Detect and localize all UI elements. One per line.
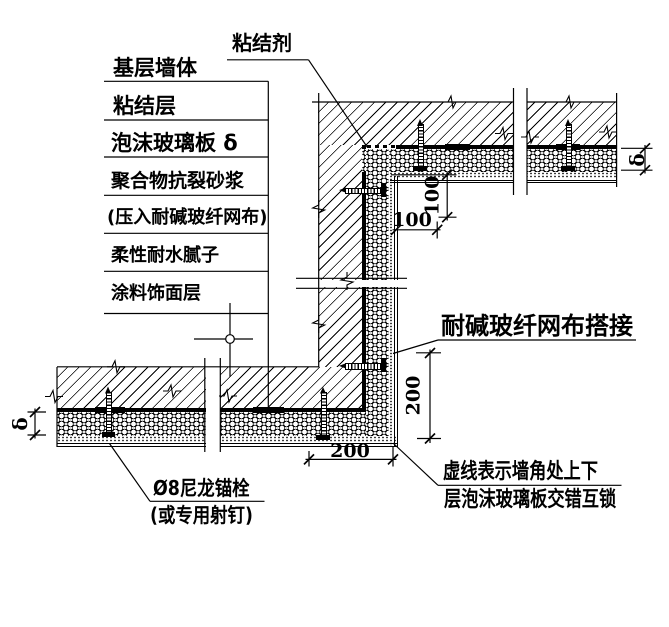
- finish-line-top-2: [390, 182, 617, 184]
- callout-bond-layer: 粘结层: [113, 94, 176, 118]
- anchor-washer: [561, 165, 575, 172]
- adhesive-dab: [445, 143, 470, 150]
- break-zigzag-marks: [45, 94, 617, 405]
- note-interlock-line1: 虚线表示墙角处上下: [443, 459, 598, 483]
- callout-mesh: (压入耐碱玻纤网布): [107, 207, 268, 228]
- mortar-lower: [57, 436, 397, 442]
- mesh-lap-leader-line: [392, 339, 439, 355]
- note-anchor-line2: (或专用射钉): [150, 503, 253, 527]
- adhesive-dab: [253, 407, 284, 413]
- anchor-washer: [381, 358, 387, 373]
- break-gap-top-band: [514, 88, 527, 195]
- callout-mortar: 聚合物抗裂砂浆: [111, 170, 245, 192]
- callout-mesh-lap: 耐碱玻纤网布搭接: [441, 312, 633, 340]
- dim-text-delta-right: δ: [625, 153, 649, 167]
- bond-coat-top: [396, 144, 617, 149]
- break-gap-lower-band: [205, 358, 220, 452]
- bolt-tips: [105, 119, 571, 394]
- adhesive-leader-line: [308, 59, 368, 148]
- anchor-washer: [412, 165, 427, 172]
- finish-line-top-1: [390, 179, 617, 181]
- finish-line-vert-2: [396, 176, 398, 447]
- interlock-leader-line: [392, 442, 439, 486]
- anchor-washer: [381, 182, 387, 197]
- callout-adhesive: 粘结剂: [232, 31, 292, 55]
- callout-foam-board: 泡沫玻璃板 δ: [111, 131, 238, 155]
- anchor-washer: [101, 432, 115, 438]
- finish-line-lower-2: [57, 445, 398, 447]
- callout-paint: 涂料饰面层: [111, 283, 201, 304]
- dim-text-delta-left: δ: [8, 417, 32, 431]
- note-anchor-line1: Ø8尼龙锚栓: [153, 476, 250, 500]
- dim-ticks: [29, 142, 651, 466]
- anchor-leader-line: [109, 443, 151, 502]
- datum-point-marker: [225, 334, 235, 344]
- interlock-dashed-top: [367, 145, 396, 149]
- dim-text-200-vertical: 200: [402, 375, 425, 416]
- dim-text-200-horizontal: 200: [330, 440, 370, 462]
- dim-text-100-horizontal: 100: [392, 209, 432, 231]
- note-interlock-line2: 层泡沫玻璃板交错互锁: [444, 487, 617, 511]
- callout-putty: 柔性耐水腻子: [111, 245, 219, 266]
- mortar-top: [388, 172, 617, 179]
- callout-base-wall: 基层墙体: [113, 56, 197, 80]
- mortar-vertical: [388, 172, 394, 447]
- anchor-washer: [316, 435, 330, 441]
- finish-line-vert-1: [394, 176, 396, 447]
- finish-line-lower-1: [57, 443, 398, 445]
- masonry-vertical-leg: [319, 145, 362, 367]
